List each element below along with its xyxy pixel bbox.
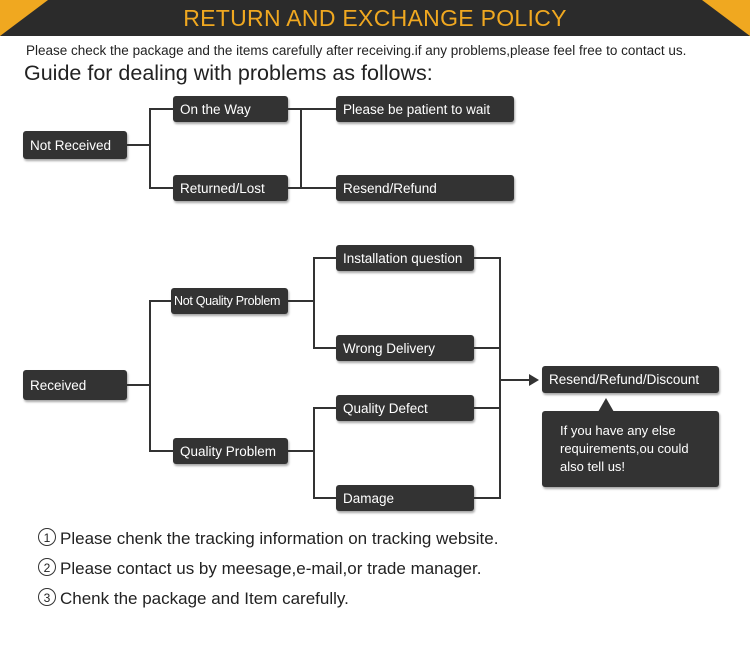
intro-text: Please check the package and the items c…	[26, 43, 687, 58]
node-wrong-delivery: Wrong Delivery	[336, 335, 474, 361]
note-item-text: Please contact us by meesage,e-mail,or t…	[60, 559, 482, 578]
connector-line	[313, 407, 315, 498]
header-accent-left	[0, 0, 48, 36]
node-resend-refund: Resend/Refund	[336, 175, 514, 201]
connector-line	[149, 187, 173, 189]
connector-line	[149, 108, 173, 110]
connector-line	[127, 384, 150, 386]
guide-title: Guide for dealing with problems as follo…	[24, 61, 433, 85]
connector-line	[474, 407, 500, 409]
connector-line	[300, 108, 302, 189]
connector-line	[474, 257, 500, 259]
node-resend-refund-discount: Resend/Refund/Discount	[542, 366, 719, 393]
connector-line	[288, 450, 314, 452]
node-on-the-way: On the Way	[173, 96, 288, 122]
node-returned-lost: Returned/Lost	[173, 175, 288, 201]
note-item-text: Please chenk the tracking information on…	[60, 529, 499, 548]
connector-line	[149, 300, 171, 302]
connector-line	[313, 347, 336, 349]
node-label: On the Way	[180, 101, 251, 117]
number-badge: 3	[38, 588, 56, 606]
arrow-head	[529, 374, 539, 386]
node-label: Returned/Lost	[180, 180, 265, 196]
connector-line	[474, 497, 500, 499]
node-quality-problem: Quality Problem	[173, 438, 288, 464]
node-label: Quality Problem	[180, 443, 277, 459]
arrow-shaft	[500, 379, 530, 381]
node-label: Resend/Refund	[343, 180, 437, 196]
node-not-received: Not Received	[23, 131, 127, 159]
connector-line	[474, 347, 500, 349]
connector-line	[149, 108, 151, 188]
note-text: If you have any else requirements,ou cou…	[560, 423, 689, 474]
node-label: Not Quality Problem	[174, 294, 281, 308]
connector-line	[288, 108, 301, 110]
node-damage: Damage	[336, 485, 474, 511]
header-accent-right	[702, 0, 750, 36]
connector-line	[300, 187, 336, 189]
connector-line	[288, 187, 301, 189]
node-label: Quality Defect	[343, 400, 428, 416]
node-installation-question: Installation question	[336, 245, 474, 271]
number-badge: 2	[38, 558, 56, 576]
node-label: Installation question	[343, 250, 463, 266]
connector-line	[313, 407, 336, 409]
node-label: Wrong Delivery	[343, 340, 436, 356]
connector-line	[499, 257, 501, 499]
note-callout-pointer	[598, 398, 614, 412]
node-label: Resend/Refund/Discount	[549, 372, 700, 387]
connector-line	[300, 108, 336, 110]
note-callout: If you have any else requirements,ou cou…	[542, 411, 719, 487]
number-badge: 1	[38, 528, 56, 546]
connector-line	[127, 144, 150, 146]
connector-line	[313, 257, 315, 348]
connector-line	[313, 257, 336, 259]
header-banner	[0, 0, 750, 36]
connector-line	[149, 450, 173, 452]
note-item-text: Chenk the package and Item carefully.	[60, 589, 349, 608]
node-label: Received	[30, 377, 87, 393]
node-label: Not Received	[30, 137, 112, 153]
connector-line	[313, 497, 336, 499]
node-label: Damage	[343, 490, 395, 506]
node-received: Received	[23, 370, 127, 400]
node-label: Please be patient to wait	[343, 101, 491, 117]
node-quality-defect: Quality Defect	[336, 395, 474, 421]
node-not-quality-problem: Not Quality Problem	[171, 288, 288, 314]
node-be-patient: Please be patient to wait	[336, 96, 514, 122]
page-title: RETURN AND EXCHANGE POLICY	[183, 5, 567, 31]
connector-line	[288, 300, 314, 302]
connector-line	[149, 300, 151, 452]
